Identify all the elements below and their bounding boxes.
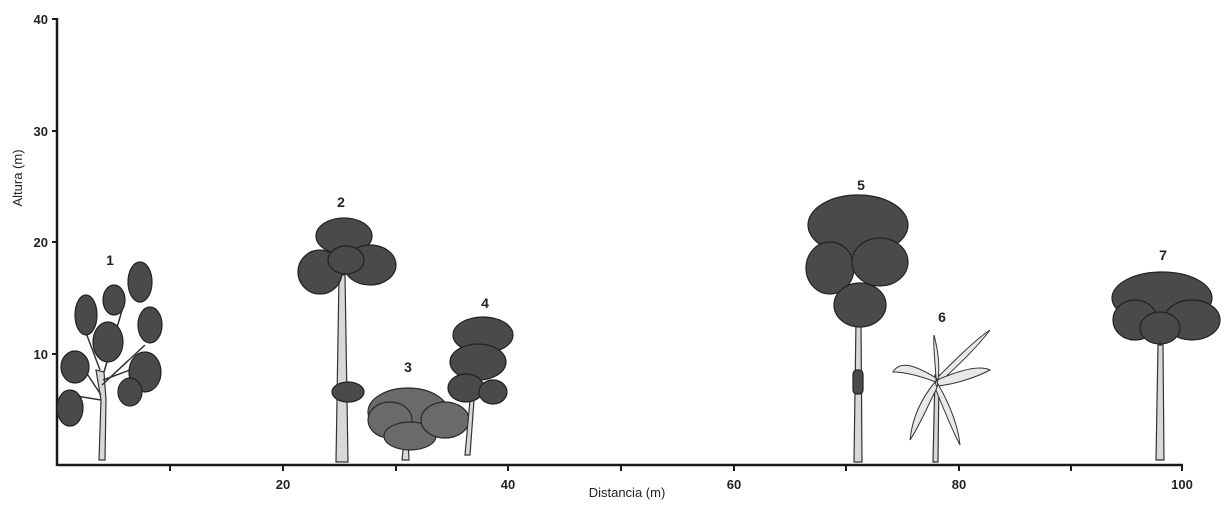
tree-1: 1 — [56, 252, 163, 461]
tree-5-leaf-cluster — [851, 237, 909, 287]
y-tick-label: 20 — [34, 235, 48, 250]
tree-1-leaf-cluster — [60, 350, 90, 384]
tree-6-frond — [933, 334, 940, 382]
y-ticks: 10 20 30 40 — [34, 12, 57, 362]
tree-1-leaf-cluster — [74, 294, 98, 336]
tree-7-leaf-cluster — [1139, 311, 1181, 345]
tree-4-leaf-cluster — [478, 379, 508, 405]
x-axis-title: Distancia (m) — [589, 485, 666, 500]
tree-4: 4 — [447, 295, 514, 456]
y-axis-title: Altura (m) — [10, 149, 25, 206]
x-tick-label: 40 — [501, 477, 515, 492]
tree-6: 6 — [892, 309, 992, 463]
tree-2-leaf-cluster — [327, 245, 365, 275]
tree-6-frond — [936, 329, 991, 386]
tree-5-trunk-node — [852, 369, 864, 395]
tree-5-leaf-cluster — [833, 282, 887, 328]
tree-5: 5 — [805, 177, 909, 463]
tree-7-trunk — [1155, 344, 1165, 461]
tree-2: 2 — [297, 194, 397, 463]
tree-4-leaf-cluster — [447, 373, 485, 403]
tree-1-leaf-cluster — [56, 389, 84, 427]
tree-6-frond — [892, 364, 937, 383]
tree-6-frond — [936, 367, 992, 387]
tree-6-frond — [935, 382, 961, 446]
x-ticks: 20 40 60 80 100 — [169, 465, 1193, 492]
tree-7: 7 — [1111, 247, 1221, 461]
tree-1-leaf-cluster — [102, 284, 126, 316]
tree-6-number: 6 — [938, 309, 946, 325]
tree-3-leaf-cluster — [420, 401, 470, 439]
tree-6-frond — [909, 380, 938, 441]
tree-2-trunk — [335, 274, 349, 463]
x-tick-label: 20 — [276, 477, 290, 492]
tree-3: 3 — [367, 359, 470, 461]
tree-7-number: 7 — [1159, 247, 1167, 263]
x-tick-label: 60 — [727, 477, 741, 492]
tree-1-leaf-cluster — [117, 377, 143, 407]
tree-1-leaf-cluster — [137, 306, 163, 344]
y-tick-label: 30 — [34, 124, 48, 139]
tree-2-leaf-cluster — [331, 381, 365, 403]
tree-4-leaf-cluster — [449, 343, 507, 381]
y-tick-label: 10 — [34, 347, 48, 362]
tree-5-number: 5 — [857, 177, 865, 193]
tree-1-number: 1 — [106, 252, 114, 268]
tree-3-number: 3 — [404, 359, 412, 375]
x-tick-label: 100 — [1171, 477, 1193, 492]
x-tick-label: 80 — [952, 477, 966, 492]
tree-2-number: 2 — [337, 194, 345, 210]
tree-4-number: 4 — [481, 295, 489, 311]
tree-1-leaf-cluster — [92, 321, 124, 363]
tree-1-leaf-cluster — [127, 261, 153, 303]
y-tick-label: 40 — [34, 12, 48, 27]
